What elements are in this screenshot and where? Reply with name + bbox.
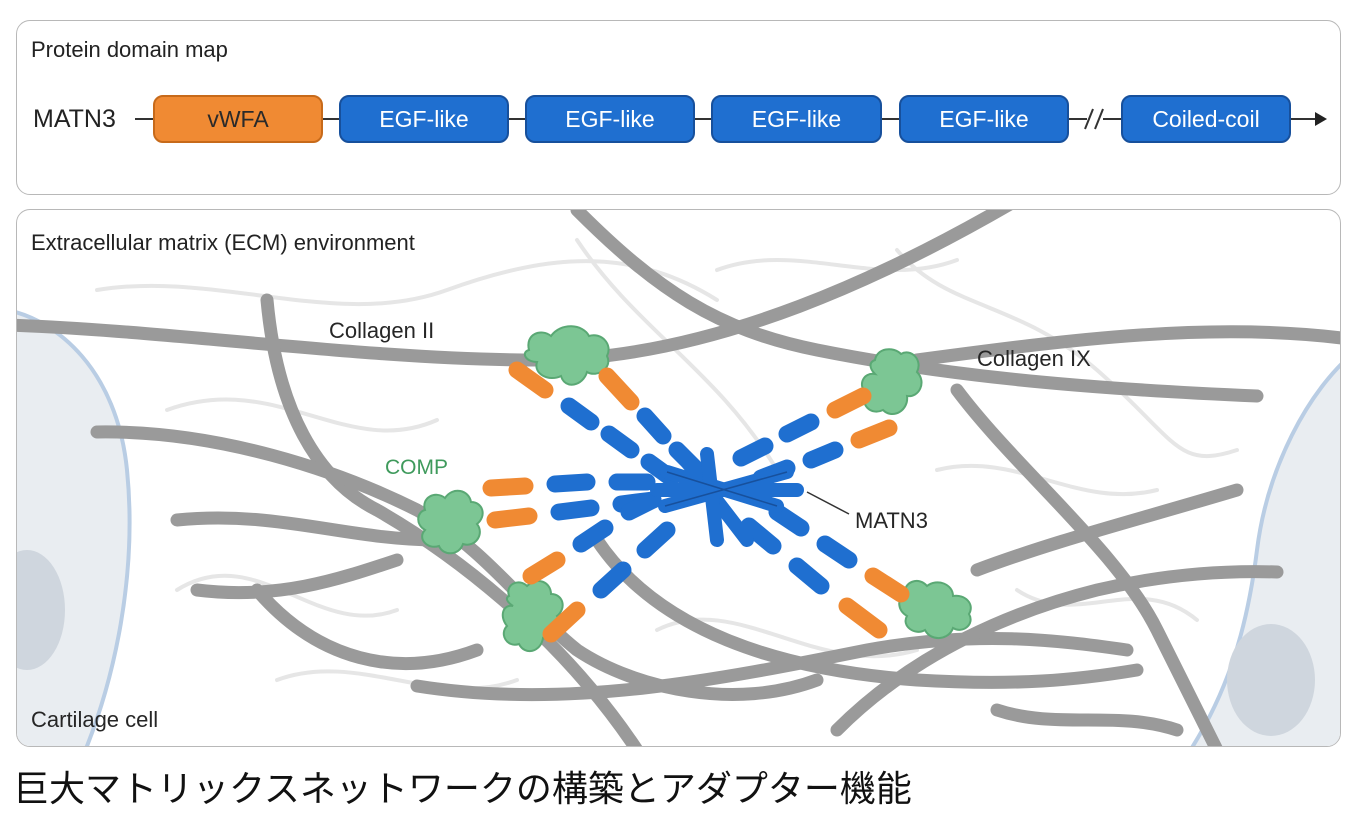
domain-egf-like-2: EGF-like	[525, 95, 695, 143]
domain-egf-like-3: EGF-like	[711, 95, 882, 143]
ecm-illustration	[17, 210, 1340, 746]
matn3-core-outline	[664, 471, 788, 507]
matn3-arm-egf	[740, 517, 782, 555]
domain-map-backbone	[135, 108, 1327, 130]
matn3-arm-egf	[802, 441, 844, 469]
comp-blob-bottom-right	[898, 579, 972, 639]
matn3-arm-egf	[592, 561, 632, 599]
ecm-title: Extracellular matrix (ECM) environment	[31, 230, 415, 255]
matn3-arm-egf	[732, 437, 774, 467]
matn3-arm-egf	[768, 503, 810, 537]
domain-map-panel: Protein domain map MATN3 vWFA EGF-like E…	[16, 20, 1341, 195]
matn3-arm-vwfa	[522, 551, 566, 585]
matn3-pointer-line	[806, 491, 850, 515]
matn3-arm-vwfa	[482, 477, 534, 497]
domain-coiled-coil: Coiled-coil	[1121, 95, 1291, 143]
arrow-right-icon	[1315, 112, 1327, 126]
domain-egf-like-4: EGF-like	[899, 95, 1069, 143]
matn3-arm-egf	[816, 535, 858, 569]
matn3-arm-egf	[550, 499, 600, 521]
label-matn3: MATN3	[855, 508, 928, 533]
matn3-arm-egf	[636, 521, 676, 559]
label-collagen-ix: Collagen IX	[977, 346, 1091, 371]
matn3-arm-vwfa	[838, 597, 888, 639]
domain-map-title: Protein domain map	[31, 37, 228, 62]
matn3-arm-egf	[546, 473, 596, 493]
comp-blob-left	[417, 489, 484, 555]
matn3-arm-vwfa	[850, 419, 898, 449]
matn3-arm-egf	[572, 519, 614, 553]
ecm-panel: Extracellular matrix (ECM) environment	[16, 209, 1341, 747]
label-cartilage-cell: Cartilage cell	[31, 707, 159, 732]
matn3-arm-egf	[620, 491, 662, 521]
cartilage-cell-left	[17, 310, 132, 746]
matn3-arm-egf	[788, 557, 830, 595]
matn3-arm-egf	[560, 397, 600, 431]
figure-caption: 巨大マトリックスネットワークの構築とアダプター機能	[13, 769, 912, 810]
matn3-arm-egf	[600, 425, 640, 459]
domain-vwfa: vWFA	[153, 95, 323, 143]
matn3-arm-egf	[636, 407, 672, 445]
domain-egf-like-1: EGF-like	[339, 95, 509, 143]
label-collagen-ii: Collagen II	[329, 318, 435, 343]
matn3-arm-egf	[778, 413, 820, 443]
sequence-break-icon	[1084, 108, 1104, 130]
label-comp: COMP	[385, 456, 448, 479]
matn3-arm-vwfa	[598, 367, 640, 411]
matn3-arm-vwfa	[542, 601, 586, 643]
comp-blob-right	[860, 348, 923, 415]
comp-molecules	[417, 325, 972, 653]
protein-name: MATN3	[33, 105, 116, 133]
matn3-arm-vwfa	[508, 361, 554, 399]
cartilage-cell-right	[1190, 362, 1340, 746]
matn3-arm-vwfa	[826, 387, 872, 419]
matn3-arm-vwfa	[486, 507, 538, 529]
matn3-arm-vwfa	[864, 567, 910, 603]
